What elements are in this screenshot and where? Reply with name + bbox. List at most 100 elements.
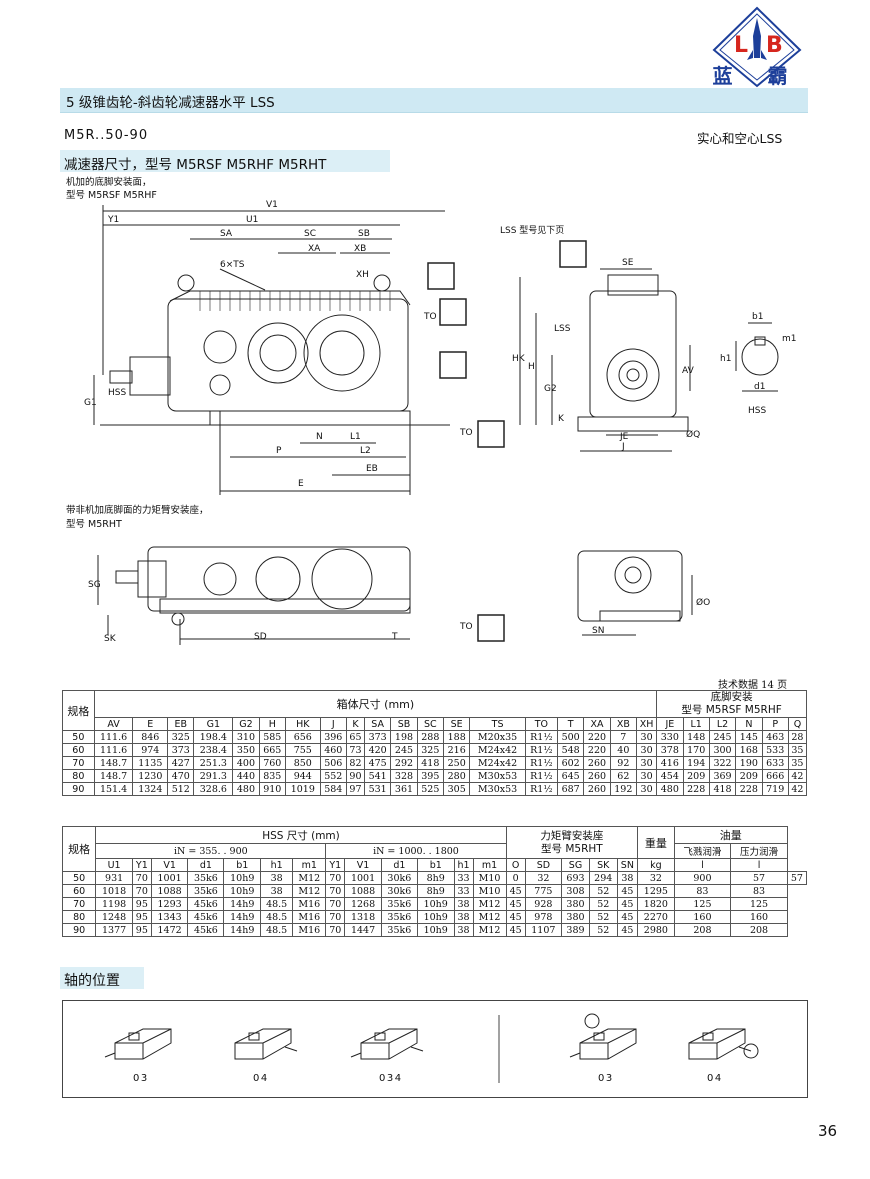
page-number: 36 <box>818 1122 838 1140</box>
table-cell: 900 <box>673 871 732 885</box>
table-cell: 45k6 <box>187 897 225 911</box>
table-cell: 33 <box>453 871 474 885</box>
dim-HSS-2: HSS <box>748 406 766 416</box>
table-cell: 57 <box>786 871 808 885</box>
table-cell: 188 <box>443 730 471 744</box>
table-cell: 1377 <box>95 923 133 937</box>
shaft-position-bar: 轴的位置 <box>60 967 144 989</box>
table-cell: 70 <box>325 910 346 924</box>
caption-bottom-1: 带非机加底脚面的力矩臂安装座， <box>66 505 209 516</box>
table-cell: 209 <box>682 769 710 783</box>
table-cell: 454 <box>656 769 684 783</box>
table-cell: 228 <box>682 782 710 796</box>
column-header: K <box>345 717 365 731</box>
table-cell: M30x53 <box>469 769 526 783</box>
table-cell: 846 <box>132 730 169 744</box>
column-header: Y1 <box>325 858 346 872</box>
dim-TO-2: TO <box>459 428 473 438</box>
table-cell: 194 <box>682 756 710 770</box>
table-cell: 30 <box>635 769 658 783</box>
spec-cell: 90 <box>62 782 95 796</box>
table-cell: M12 <box>472 923 507 937</box>
dim-L1: L1 <box>350 432 361 442</box>
table-cell: 395 <box>416 769 445 783</box>
column-header: L2 <box>708 717 737 731</box>
column-header: SK <box>588 858 618 872</box>
table-cell: 198 <box>390 730 418 744</box>
table-cell: 693 <box>561 871 590 885</box>
table-cell: 585 <box>258 730 286 744</box>
spec-cell: 50 <box>62 730 95 744</box>
table-cell: 1447 <box>344 923 382 937</box>
table-cell: 1001 <box>150 871 189 885</box>
table-cell: 378 <box>656 743 684 757</box>
table-cell: 260 <box>583 782 611 796</box>
table-cell: 1018 <box>95 884 133 898</box>
dim-H: H <box>528 362 535 372</box>
dim-JE: JE <box>619 432 629 442</box>
dim-TO-3: TO <box>459 622 473 632</box>
dim-SA: SA <box>220 229 233 239</box>
dim-HK: HK <box>512 354 526 364</box>
table-cell: 52 <box>588 897 618 911</box>
dim-TS: 6×TS <box>220 260 245 270</box>
caption-top-1: 机加的底脚安装面， <box>66 177 152 188</box>
table-cell: 148 <box>682 730 710 744</box>
table-cell: 35 <box>787 743 808 757</box>
column-header: P <box>761 717 789 731</box>
table-cell: 1318 <box>344 910 382 924</box>
dim-m1: m1 <box>782 334 797 344</box>
table-cell: M24x42 <box>469 756 526 770</box>
column-header: SC <box>416 717 445 731</box>
svg-text:B: B <box>766 33 783 58</box>
table-cell: 30 <box>635 782 658 796</box>
dim-d1: d1 <box>754 382 765 392</box>
table-cell: 389 <box>561 923 590 937</box>
table-cell: 35k6 <box>380 897 418 911</box>
table-cell: 45 <box>616 897 639 911</box>
table-cell: 148.7 <box>93 769 134 783</box>
table-cell: 719 <box>761 782 789 796</box>
table-cell: 70 <box>325 871 346 885</box>
shaft-position-label: 03 <box>598 1073 614 1084</box>
spec-cell: 80 <box>62 769 95 783</box>
table-cell: 35 <box>787 756 808 770</box>
table-cell: 328.6 <box>193 782 234 796</box>
column-header: d1 <box>380 858 418 872</box>
table-cell: 294 <box>588 871 618 885</box>
table-cell: M12 <box>292 871 327 885</box>
column-header: J <box>319 717 347 731</box>
table-cell: 602 <box>556 756 585 770</box>
table-cell: 280 <box>443 769 471 783</box>
table-cell: 111.6 <box>93 743 134 757</box>
caption-top-2: 型号 M5RSF M5RHF <box>66 190 157 201</box>
dim-EB: EB <box>366 464 378 474</box>
dim-G1: G1 <box>84 398 97 408</box>
table-cell: 170 <box>682 743 710 757</box>
table-cell: 541 <box>363 769 392 783</box>
table-cell: 238.4 <box>193 743 234 757</box>
subtitle: 减速器尺寸，型号 M5RSF M5RHF M5RHT <box>64 157 327 173</box>
table-cell: 40 <box>609 743 638 757</box>
column-header: V1 <box>150 858 189 872</box>
table-cell: 14h9 <box>223 897 262 911</box>
table-cell: R1½ <box>524 782 558 796</box>
lanba-logo: L B <box>712 6 802 88</box>
logo-letters: L <box>734 33 748 58</box>
table-cell: 45k6 <box>187 910 225 924</box>
table-cell: 1001 <box>344 871 382 885</box>
table-header-row: 规格箱体尺寸 (mm)底脚安装型号 M5RSF M5RHF <box>62 690 807 731</box>
table-cell: 220 <box>583 730 611 744</box>
table-cell: 45 <box>616 910 639 924</box>
column-header: Y1 <box>131 858 152 872</box>
dim-G2: G2 <box>544 384 557 394</box>
dim-XH: XH <box>356 270 369 280</box>
column-header: m1 <box>472 858 507 872</box>
table-cell: 300 <box>708 743 737 757</box>
table-cell: 512 <box>167 782 195 796</box>
